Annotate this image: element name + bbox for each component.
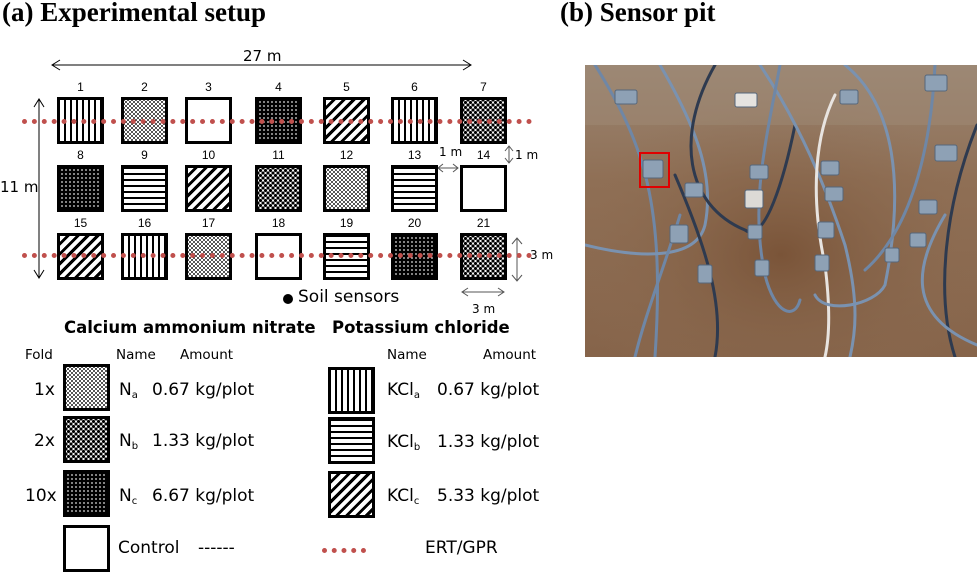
plot-number: 20 [407,216,422,230]
legend-swatch-control [63,525,110,572]
fold-10x: 10x [25,486,57,506]
plot-number: 8 [77,148,84,162]
kcl-header: Potassium chloride [332,318,510,337]
gap-h-label: 1 m [439,145,463,159]
photo-illustration [585,65,977,357]
legend-amount-kclc: 5.33 kg/plot [437,486,540,506]
legend-amount-kcla: 0.67 kg/plot [437,380,540,400]
arrowhead-down [33,269,45,279]
plot-number: 9 [141,148,148,162]
gap-v-label: 1 m [515,148,539,162]
sensor-pit-photo [585,65,977,357]
can-header: Calcium ammonium nitrate [64,318,316,337]
legend-swatch-na [63,364,110,411]
fold-2x: 2x [34,431,55,451]
legend-ert-label: ERT/GPR [425,538,498,558]
arrowhead-right [462,59,472,71]
plot-10 [185,165,232,212]
plot-number: 21 [476,216,491,230]
legend-swatch-kcla [328,367,375,414]
legend-amount-nc: 6.67 kg/plot [152,486,255,506]
fold-header: Fold [25,347,53,363]
plot-number: 19 [339,216,354,230]
kcl-amount-header: Amount [483,347,537,363]
plot-number: 2 [141,80,148,94]
plot-number: 16 [137,216,152,230]
legend-control-label: Control [118,538,180,558]
legend-name-nb: Nb [119,431,139,452]
fold-1x: 1x [34,380,55,400]
plot-number: 5 [343,80,350,94]
panel-b-title: (b) Sensor pit [560,0,716,27]
plot-number: 13 [407,148,422,162]
plot-number: 12 [339,148,354,162]
legend-name-kclc: KClc [387,486,420,507]
width-label: 27 m [243,47,282,65]
plot-12 [323,165,370,212]
panel-a-title: (a) Experimental setup [2,0,266,27]
kcl-name-header: Name [387,347,427,363]
plot-number: 4 [275,80,282,94]
plot-number: 17 [201,216,216,230]
plot-11 [255,165,302,212]
legend-swatch-nc [63,470,110,517]
legend-amount-na: 0.67 kg/plot [152,380,255,400]
arrowhead-left [51,59,61,71]
soil-sensors-label: Soil sensors [298,287,400,307]
sensor-dot-icon [283,294,293,304]
legend-name-kcla: KCla [387,380,420,401]
plot-14 [460,165,507,212]
legend-name-nc: Nc [119,486,138,507]
legend-ert-swatch [322,548,366,553]
plot-width-label: 3 m [472,302,496,316]
plot-13 [391,165,438,212]
plot-number: 18 [271,216,286,230]
legend-amount-nb: 1.33 kg/plot [152,431,255,451]
legend-swatch-kclb [328,417,375,464]
plot-height-label: 3 m [530,248,554,262]
legend-name-kclb: KClb [387,432,421,453]
ert-line-top [22,119,532,124]
highlighted-sensor-box [639,152,670,188]
plot-number: 11 [272,148,285,162]
plot-number: 10 [201,148,216,162]
plot-number: 14 [476,148,491,162]
can-name-header: Name [116,347,156,363]
plot-number: 1 [77,80,84,94]
legend-control-amount: ------ [198,538,235,558]
can-amount-header: Amount [180,347,234,363]
ert-line-bottom [22,253,532,258]
legend-swatch-kclc [328,471,375,518]
plot-8 [57,165,104,212]
plot-9 [121,165,168,212]
legend-amount-kclb: 1.33 kg/plot [437,432,540,452]
height-label: 11 m [0,178,39,196]
legend-name-na: Na [119,380,138,401]
plot-number: 15 [73,216,88,230]
dimension-arrows [33,59,523,304]
plot-number: 3 [205,80,212,94]
plot-number: 7 [480,80,487,94]
arrowhead-up [33,98,45,108]
legend-swatch-nb [63,416,110,463]
plot-number: 6 [411,80,418,94]
